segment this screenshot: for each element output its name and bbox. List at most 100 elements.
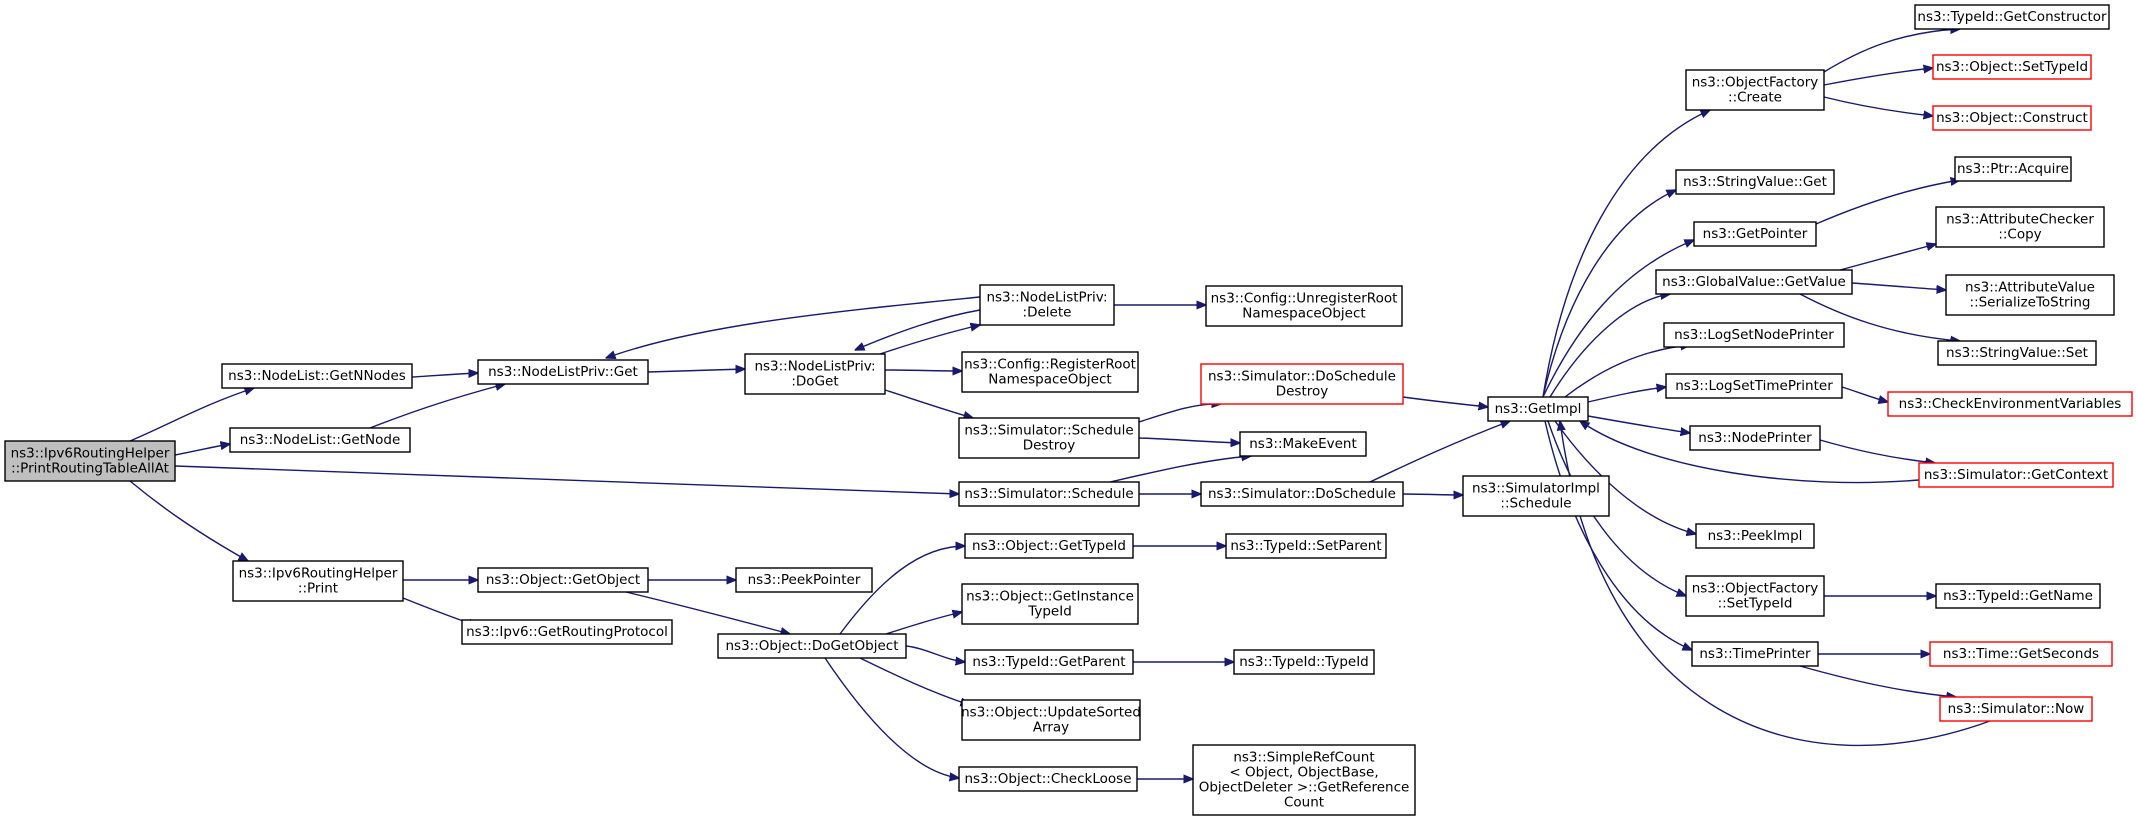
node-getPointer[interactable]: ns3::GetPointer (1693, 221, 1817, 247)
edge-getImpl-to-peekImpl (1554, 420, 1696, 534)
node-peekPointer[interactable]: ns3::PeekPointer (735, 567, 873, 593)
node-label: ::SetTypeId (1718, 596, 1793, 612)
node-attrValueSerialize[interactable]: ns3::AttributeValue::SerializeToString (1945, 274, 2115, 316)
node-objSetTypeId[interactable]: ns3::Object::SetTypeId (1932, 54, 2092, 80)
node-attrCheckerCopy[interactable]: ns3::AttributeChecker::Copy (1935, 206, 2105, 248)
node-box (1918, 462, 2114, 488)
node-typeIdGetConstructor[interactable]: ns3::TypeId::GetConstructor (1914, 4, 2110, 30)
node-box (1487, 396, 1589, 422)
node-ptrAcquire[interactable]: ns3::Ptr::Acquire (1954, 156, 2072, 182)
node-box (958, 417, 1140, 459)
node-checkEnvVars[interactable]: ns3::CheckEnvironmentVariables (1887, 391, 2133, 417)
edge-simScheduleDestroy-to-simDoScheduleDestroy (1138, 404, 1221, 423)
node-box (1954, 156, 2072, 182)
node-box (1932, 54, 2092, 80)
edge-nlpDoGet-to-nlpDelete (879, 325, 980, 355)
node-helperPrint[interactable]: ns3::Ipv6RoutingHelper::Print (232, 560, 404, 602)
edge-root-to-getNode (174, 444, 230, 456)
node-objConstruct[interactable]: ns3::Object::Construct (1932, 105, 2092, 131)
node-nlpDelete[interactable]: ns3::NodeListPriv::Delete (979, 284, 1115, 326)
node-label: ns3::NodeListPriv: (986, 290, 1107, 306)
node-label: ns3::StringValue::Set (1946, 345, 2088, 361)
node-root[interactable]: ns3::Ipv6RoutingHelper::PrintRoutingTabl… (4, 440, 176, 482)
node-typeIdGetParent[interactable]: ns3::TypeId::GetParent (964, 649, 1134, 675)
edge-getImpl-to-objFactorySetTypeId (1547, 420, 1686, 596)
edge-getImpl-to-objFactoryCreate (1542, 110, 1710, 398)
edge-doGetObject-to-typeIdGetParent (905, 645, 965, 662)
node-logSetNodePrinter[interactable]: ns3::LogSetNodePrinter (1663, 322, 1845, 348)
node-nlpGet[interactable]: ns3::NodeListPriv::Get (477, 359, 649, 385)
node-typeIdTypeId[interactable]: ns3::TypeId::TypeId (1233, 649, 1375, 675)
node-label: ns3::PeekPointer (748, 572, 861, 588)
node-box (961, 351, 1139, 393)
node-box (961, 699, 1141, 741)
node-simNow[interactable]: ns3::Simulator::Now (1939, 696, 2093, 722)
node-label: :Delete (1023, 305, 1072, 321)
edge-simNow-to-getImpl (1560, 421, 1991, 747)
node-typeIdGetName[interactable]: ns3::TypeId::GetName (1935, 583, 2101, 609)
node-ipv6GetRP[interactable]: ns3::Ipv6::GetRoutingProtocol (461, 619, 673, 645)
edge-root-to-simSchedule (174, 465, 959, 494)
node-box (1462, 475, 1610, 517)
node-box (1200, 481, 1404, 507)
node-objCheckLoose[interactable]: ns3::Object::CheckLoose (958, 766, 1138, 792)
node-stringValueSet[interactable]: ns3::StringValue::Set (1937, 340, 2097, 366)
node-simpleRefCount[interactable]: ns3::SimpleRefCount< Object, ObjectBase,… (1192, 744, 1416, 816)
node-label: ns3::TypeId::TypeId (1239, 654, 1369, 670)
node-cfgUnregister[interactable]: ns3::Config::UnregisterRootNamespaceObje… (1205, 285, 1403, 327)
node-logSetTimePrinter[interactable]: ns3::LogSetTimePrinter (1665, 373, 1843, 399)
node-nlpDoGet[interactable]: ns3::NodeListPriv::DoGet (744, 353, 886, 395)
node-getNode[interactable]: ns3::NodeList::GetNode (229, 427, 411, 453)
node-label: ns3::LogSetTimePrinter (1675, 378, 1833, 394)
node-globalValueGetValue[interactable]: ns3::GlobalValue::GetValue (1655, 269, 1853, 295)
node-box (964, 533, 1134, 559)
node-box (964, 649, 1134, 675)
node-simImplSchedule[interactable]: ns3::SimulatorImpl::Schedule (1462, 475, 1610, 517)
node-getNNodes[interactable]: ns3::NodeList::GetNNodes (221, 363, 413, 389)
edge-timePrinter-to-simNow (1799, 665, 1956, 697)
node-getObject[interactable]: ns3::Object::GetObject (477, 567, 649, 593)
node-timePrinter[interactable]: ns3::TimePrinter (1691, 641, 1819, 667)
edge-getNode-to-nlpGet (369, 384, 505, 429)
edge-simDoSchedule-to-getImpl (1369, 421, 1510, 483)
node-label: ns3::Object::GetInstance (966, 589, 1134, 605)
node-box (1685, 69, 1825, 111)
node-objFactoryCreate[interactable]: ns3::ObjectFactory::Create (1685, 69, 1825, 111)
node-doGetObject[interactable]: ns3::Object::DoGetObject (717, 633, 907, 659)
node-nodePrinter[interactable]: ns3::NodePrinter (1689, 425, 1821, 451)
node-makeEvent[interactable]: ns3::MakeEvent (1239, 431, 1367, 457)
edge-getImpl-to-timePrinter (1544, 420, 1692, 650)
node-label: ns3::Object::GetTypeId (972, 538, 1126, 554)
node-simDoSchedule[interactable]: ns3::Simulator::DoSchedule (1200, 481, 1404, 507)
node-label: ns3::Simulator::GetContext (1924, 467, 2108, 483)
node-box (1665, 373, 1843, 399)
edge-nlpDelete-to-nlpGet (606, 296, 981, 358)
node-objFactorySetTypeId[interactable]: ns3::ObjectFactory::SetTypeId (1685, 575, 1825, 617)
node-label: ns3::TypeId::GetName (1943, 588, 2093, 604)
node-peekImpl[interactable]: ns3::PeekImpl (1695, 523, 1815, 549)
node-stringValueGet[interactable]: ns3::StringValue::Get (1675, 169, 1835, 195)
node-box (1914, 4, 2110, 30)
node-box (1663, 322, 1845, 348)
node-box (1939, 696, 2093, 722)
node-typeIdSetParent[interactable]: ns3::TypeId::SetParent (1225, 533, 1387, 559)
edge-globalValueGetValue-to-attrCheckerCopy (1839, 244, 1936, 271)
node-objGetTypeId[interactable]: ns3::Object::GetTypeId (964, 533, 1134, 559)
node-simSchedule[interactable]: ns3::Simulator::Schedule (958, 481, 1140, 507)
edge-getImpl-to-nodePrinter (1587, 415, 1690, 433)
node-box (1935, 206, 2105, 248)
edge-root-to-getNNodes (129, 388, 254, 442)
node-timeGetSeconds[interactable]: ns3::Time::GetSeconds (1929, 641, 2113, 667)
node-simGetContext[interactable]: ns3::Simulator::GetContext (1918, 462, 2114, 488)
node-getImpl[interactable]: ns3::GetImpl (1487, 396, 1589, 422)
node-label: ns3::NodeListPriv::Get (488, 364, 638, 380)
node-label: ns3::Ipv6::GetRoutingProtocol (466, 624, 668, 640)
edge-doGetObject-to-objUpdateSorted (859, 657, 970, 705)
node-box (1655, 269, 1853, 295)
node-label: ns3::NodeListPriv: (754, 359, 875, 375)
